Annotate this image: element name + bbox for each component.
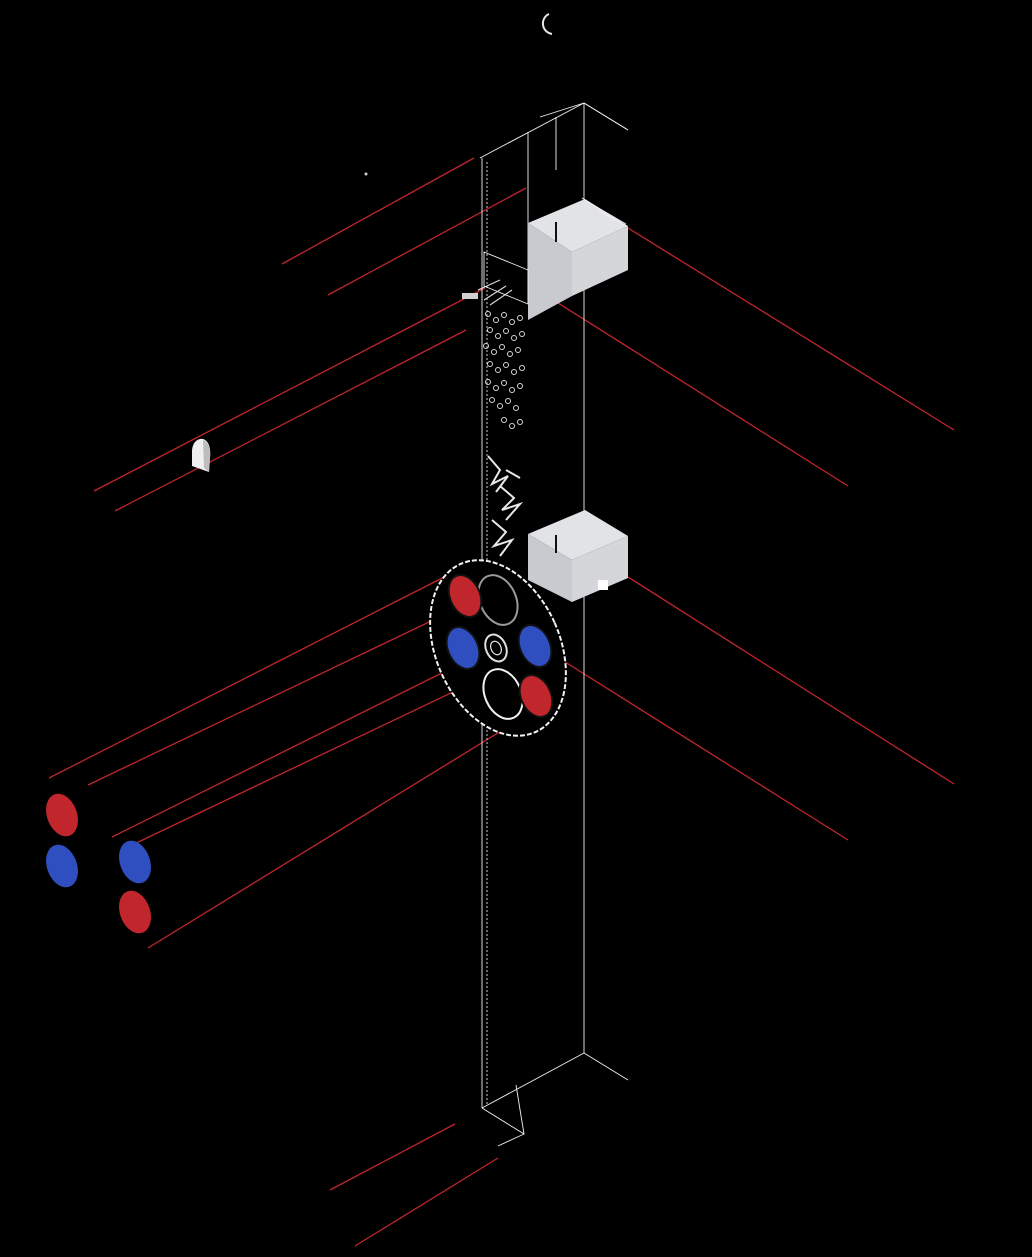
guide-line-cap-b [114,329,467,512]
guide-line-top-b [327,187,527,296]
manifold-disc [429,559,567,737]
manifold-cold-outlet-2 [517,623,553,669]
pipe-bundle [46,793,151,934]
shaft-right-top [583,102,629,131]
lower-box-front [528,534,572,602]
guide-line-upper-box-b [527,283,849,487]
shaft-base-mark [515,1084,525,1135]
upper-cabinet-box [528,197,628,320]
pipe-end-hot-2 [119,890,151,934]
manifold-cold-outlet-1 [445,625,481,671]
valve-handle [462,293,478,299]
manifold-hot-outlet-2 [518,673,554,719]
spray-pattern [483,311,525,429]
manifold-hot-outlet-1 [447,573,483,619]
upper-box-frame-back [597,209,627,227]
manifold-center-hub [484,633,508,663]
guide-line-cap-a [93,287,486,492]
small-marker [364,172,368,176]
upper-box-frame [581,197,627,225]
guide-line-lower-box-a [627,576,955,785]
pipe-end-cold-1 [46,844,78,888]
lower-box-bracket [598,580,608,590]
valve-hatch-2 [483,285,507,301]
shaft-bottom-edge [481,1052,629,1109]
upper-box-side [572,226,628,296]
pipe-end-hot-1 [46,793,78,837]
shaft-top-back [539,102,585,118]
guide-lines [48,157,955,1247]
valve-plate [483,251,529,305]
shaft-top-edge [479,102,629,159]
upper-valve-fitting [462,251,529,306]
guide-line-base-a [329,1123,456,1191]
pipe-end-cold-2 [119,840,151,884]
guide-line-pipe-5 [147,703,546,949]
guide-line-lower-box-b [561,659,849,841]
manifold-center-hub-inner [490,640,502,656]
valve-hatch-1 [477,279,501,291]
upper-box-top [528,199,628,252]
upper-box-front [528,223,572,320]
guide-line-upper-box-a [627,227,955,431]
guide-line-pipe-1 [48,569,459,779]
outlet-cap [192,438,211,472]
hook-icon [542,13,553,35]
lower-box-side [572,536,628,602]
lower-cabinet-box [528,510,628,602]
lower-box-top [528,510,628,560]
bracket-marks [487,455,524,557]
valve-hatch-3 [489,289,513,306]
guide-line-pipe-2 [87,611,451,786]
guide-line-base-b [354,1157,499,1247]
guide-line-pipe-3 [111,649,489,838]
shaft-base-plate [481,1107,525,1147]
guide-line-top-a [281,157,475,265]
